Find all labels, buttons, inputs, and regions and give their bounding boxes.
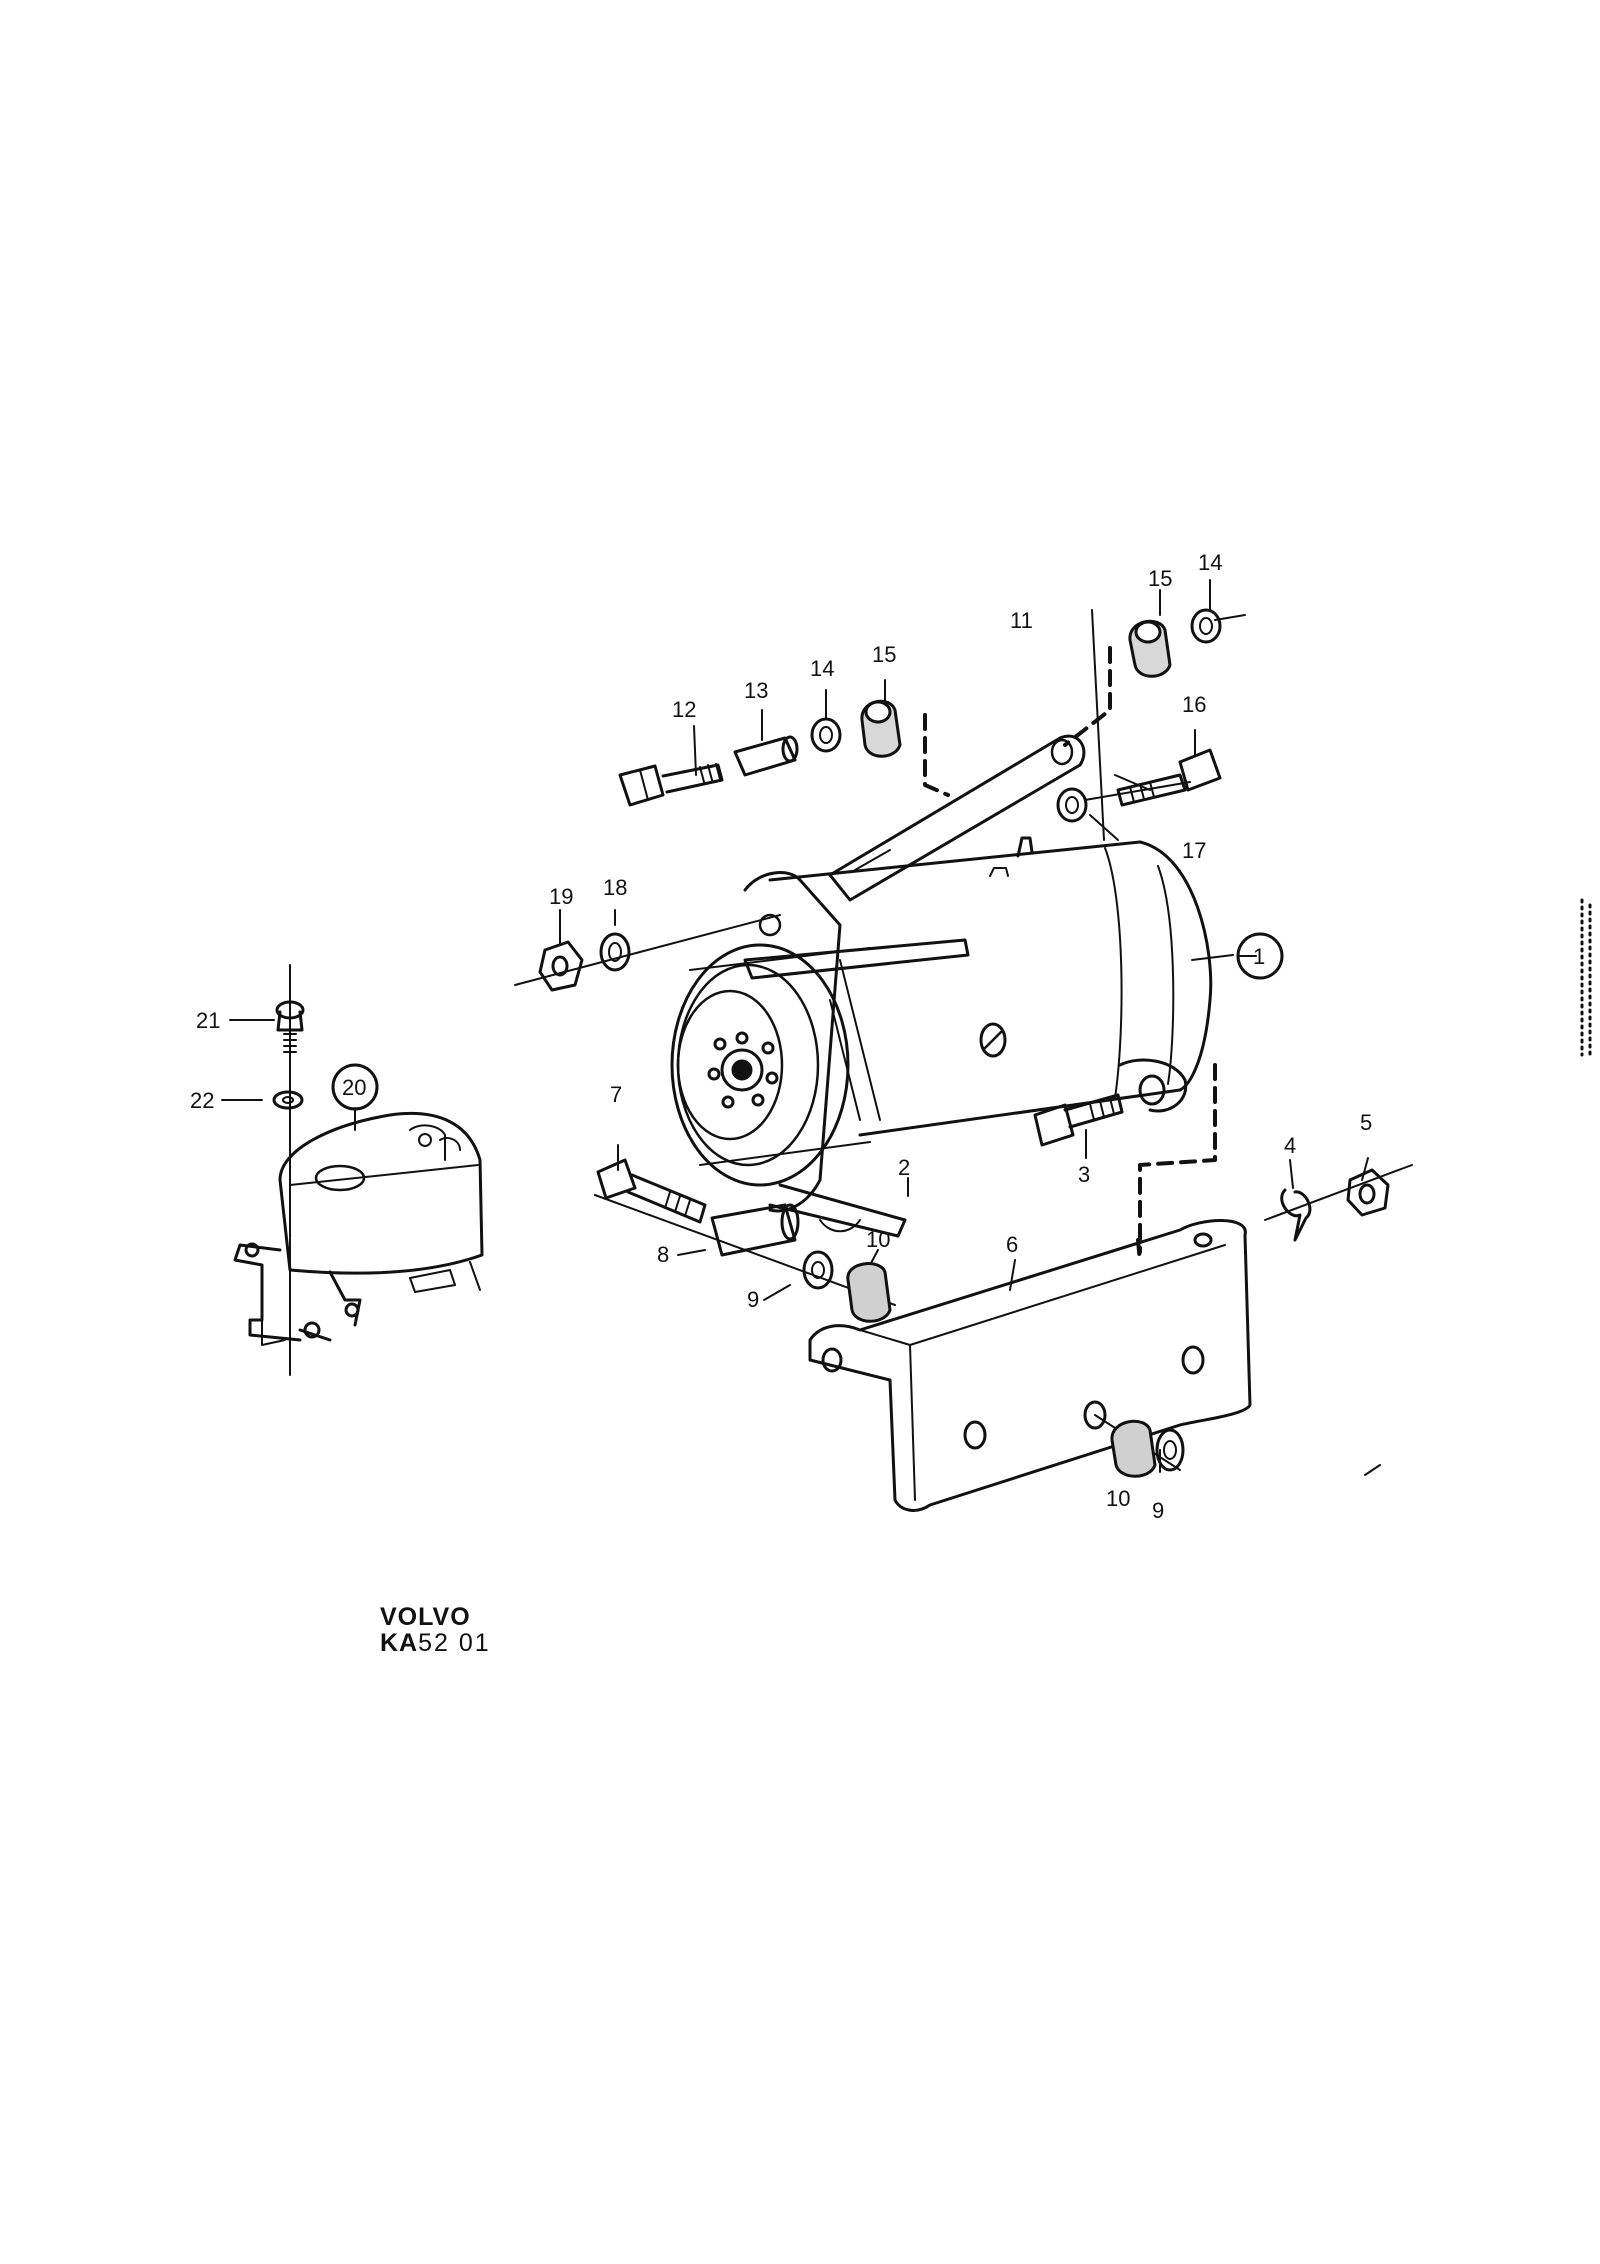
label-17: 17	[1182, 838, 1206, 863]
label-5: 5	[1360, 1110, 1372, 1135]
bolt-16	[1116, 748, 1222, 807]
washer-14-top	[810, 717, 842, 753]
screw-21	[275, 1000, 305, 1053]
label-13: 13	[744, 678, 768, 703]
maker-name: VOLVO	[380, 1603, 471, 1631]
label-14-right: 14	[1198, 550, 1222, 575]
label-20: 20	[342, 1075, 366, 1100]
washer-9-right	[1155, 1428, 1185, 1472]
washer-17	[1056, 787, 1088, 823]
bushing-10-left	[846, 1262, 892, 1323]
label-9-right: 9	[1152, 1498, 1164, 1523]
illustration-code: KA52 01	[380, 1630, 491, 1656]
washer-18	[599, 932, 631, 972]
label-4: 4	[1284, 1133, 1296, 1158]
margin-dots	[1580, 898, 1592, 1057]
lock-washer-4	[1280, 1188, 1312, 1242]
generator-body	[670, 836, 1213, 1238]
alignment-axes	[289, 614, 1413, 1471]
adjusting-link	[828, 734, 1086, 902]
bolt-12	[618, 763, 724, 807]
label-9-left: 9	[747, 1287, 759, 1312]
label-15-top: 15	[872, 642, 896, 667]
label-16: 16	[1182, 692, 1206, 717]
bolt-3	[1033, 1093, 1124, 1147]
label-3: 3	[1078, 1162, 1090, 1187]
label-18: 18	[603, 875, 627, 900]
code-prefix: KA	[380, 1629, 419, 1657]
label-15-right: 15	[1148, 566, 1172, 591]
label-8: 8	[657, 1242, 669, 1267]
part-labels: 1 2 3 4 5 6 7 8 9 9 10 10 11 12 13 14 14…	[190, 550, 1372, 1523]
washer-9-left	[802, 1250, 834, 1290]
label-22: 22	[190, 1088, 214, 1113]
bushing-15-right	[1128, 619, 1172, 678]
bushing-10-right	[1110, 1419, 1157, 1478]
label-14-top: 14	[810, 656, 834, 681]
leader-lines	[221, 579, 1381, 1476]
label-19: 19	[549, 884, 573, 909]
callout-circle-1	[1236, 932, 1284, 980]
code-number: 52 01	[418, 1629, 491, 1657]
voltage-regulator	[233, 1111, 484, 1346]
bolt-7	[596, 1158, 707, 1224]
mounting-bracket	[808, 1219, 1252, 1512]
label-10-right: 10	[1106, 1486, 1130, 1511]
spacer-13	[733, 735, 799, 777]
spacer-8	[710, 1203, 800, 1257]
washer-22	[272, 1090, 304, 1110]
label-11: 11	[1010, 608, 1033, 633]
label-7: 7	[610, 1082, 622, 1107]
label-1: 1	[1253, 944, 1265, 969]
label-12: 12	[672, 697, 696, 722]
callout-circle-20	[331, 1063, 379, 1111]
washer-14-right	[1190, 608, 1222, 644]
label-21: 21	[196, 1008, 220, 1033]
label-10-left: 10	[866, 1227, 890, 1252]
label-2: 2	[898, 1155, 910, 1180]
bushing-15-top	[860, 699, 902, 758]
nut-5	[1346, 1168, 1390, 1217]
catalog-reference: VOLVO KA52 01	[380, 1604, 491, 1656]
nut-19	[538, 940, 584, 992]
label-6: 6	[1006, 1232, 1018, 1257]
